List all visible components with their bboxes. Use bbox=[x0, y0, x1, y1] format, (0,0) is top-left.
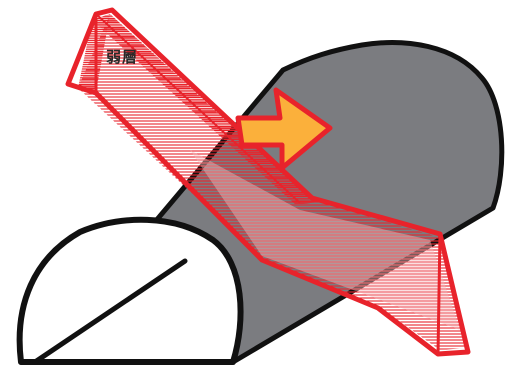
weak-layer-edge bbox=[438, 234, 440, 354]
tunnel-face bbox=[20, 220, 241, 362]
